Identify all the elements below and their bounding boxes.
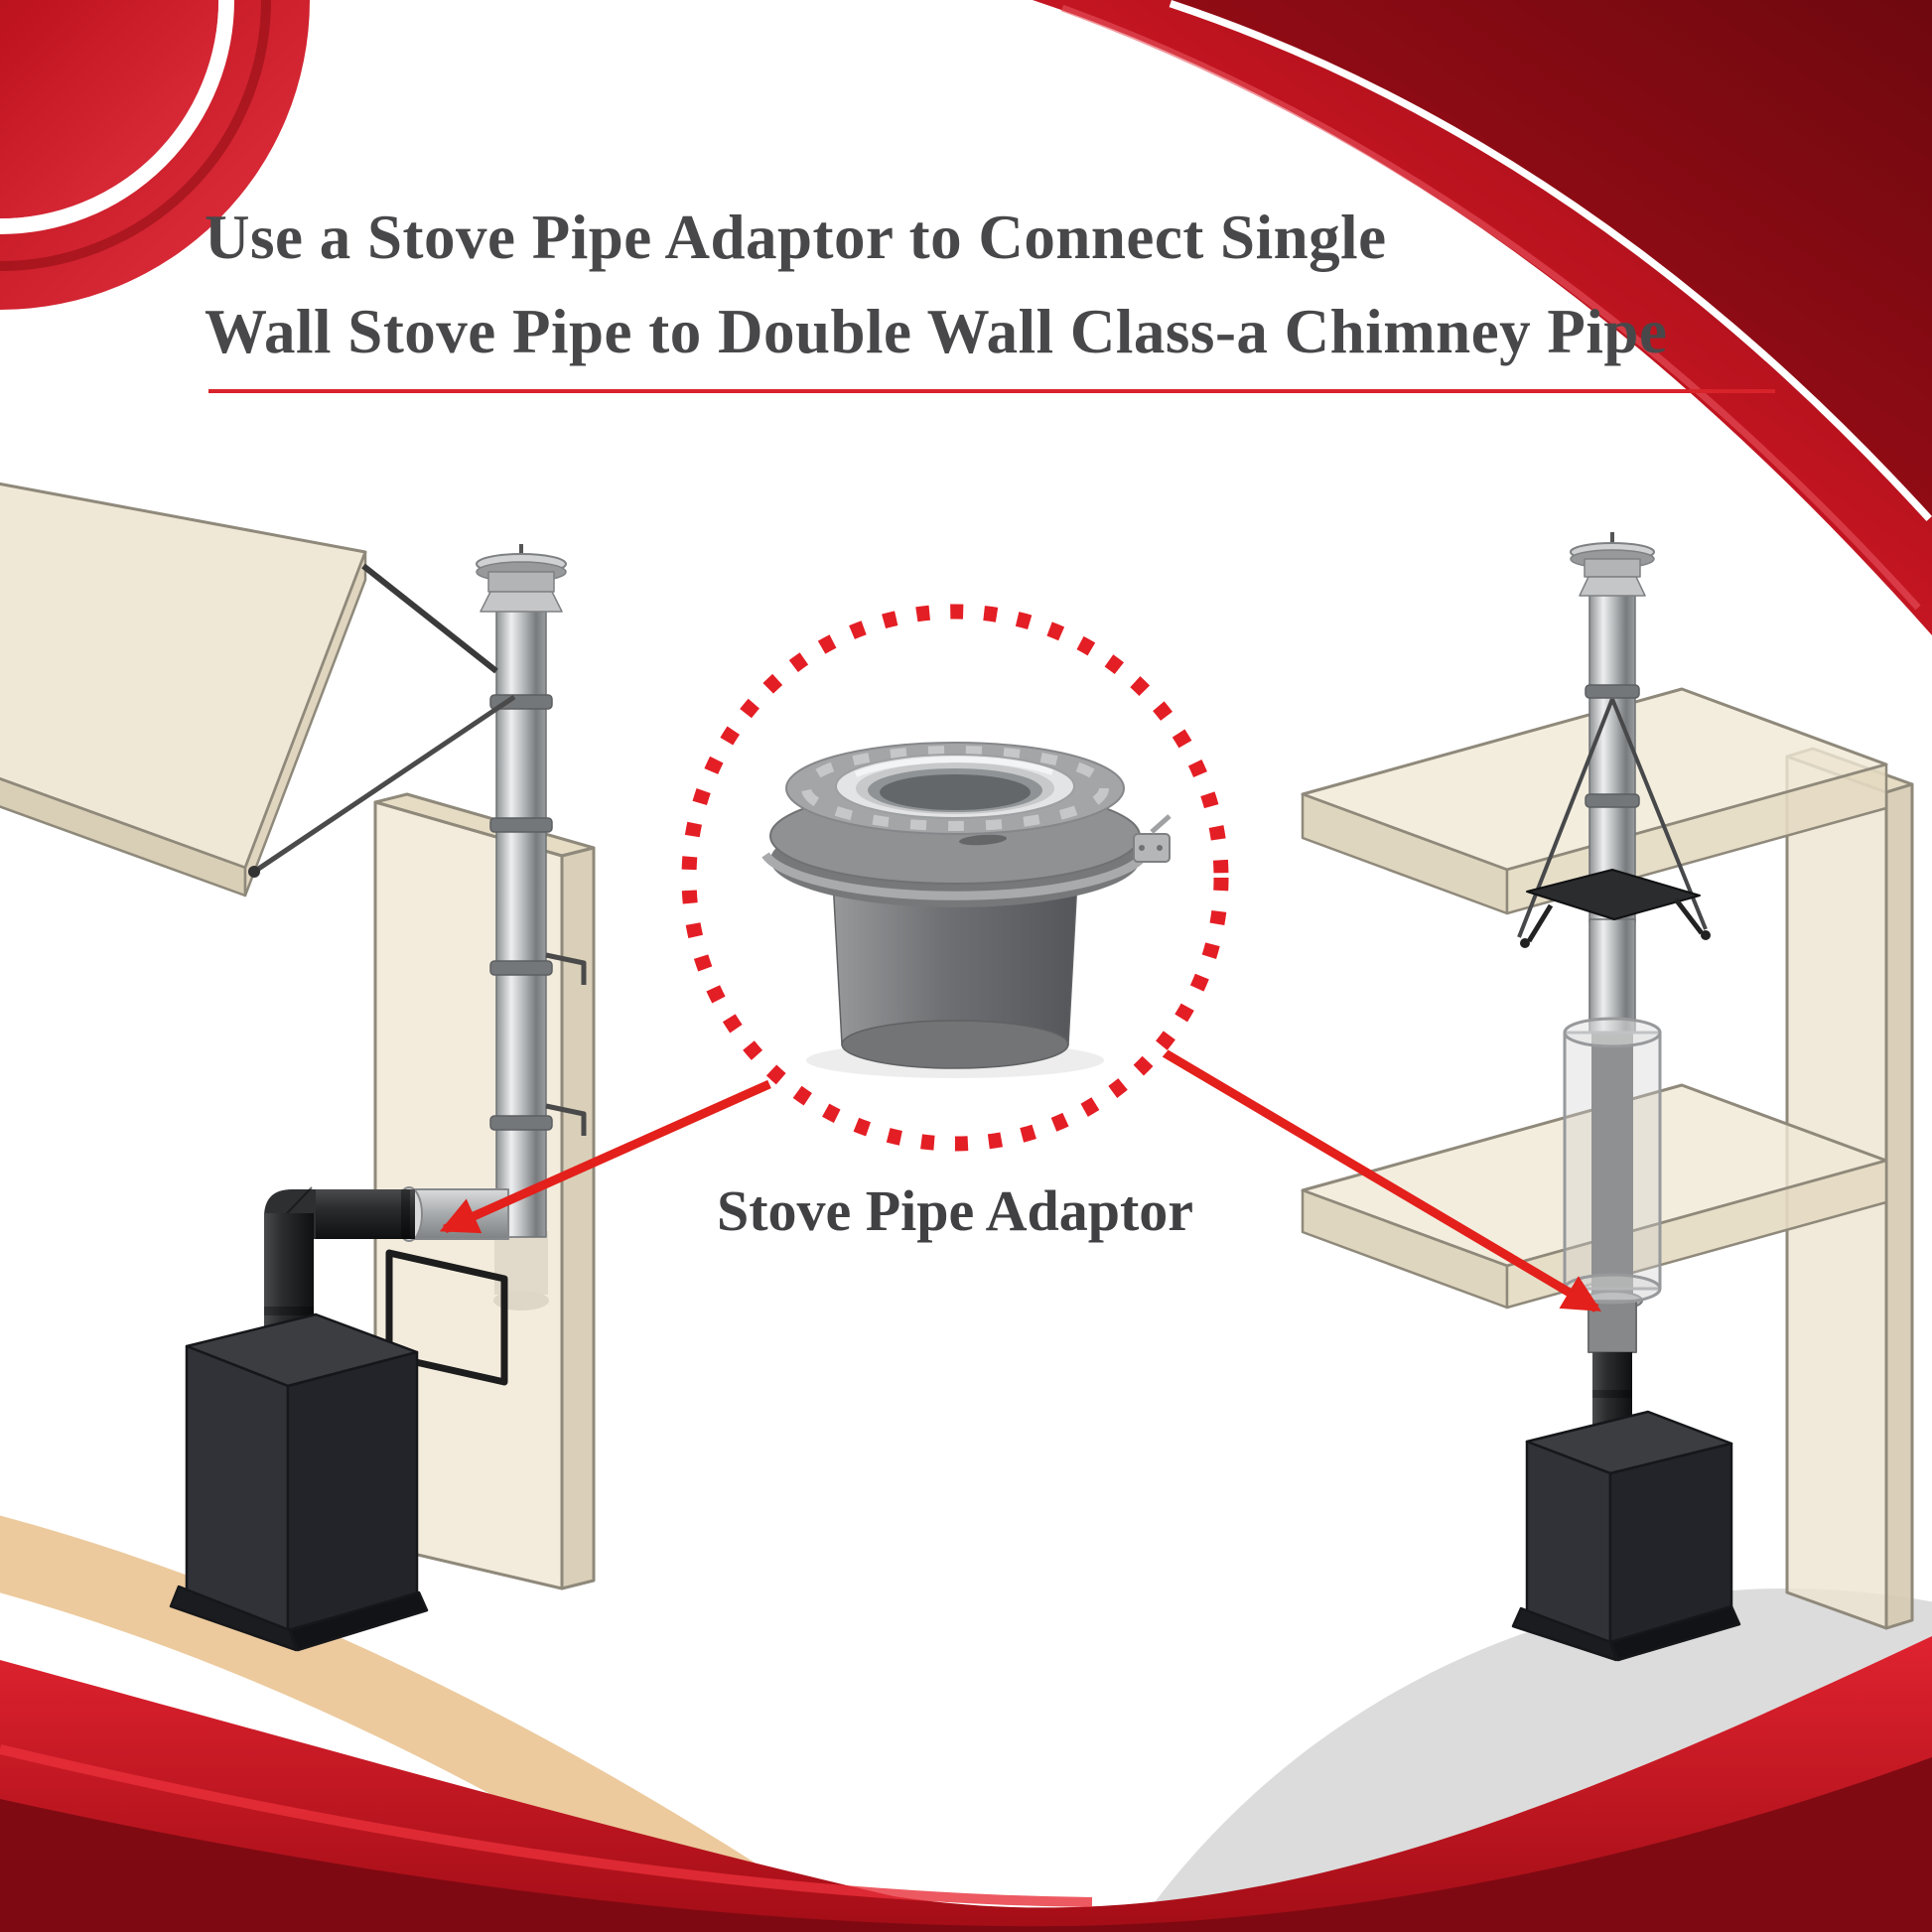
top-right-swoosh xyxy=(1033,0,1932,635)
right-chimney-cap xyxy=(1570,532,1655,597)
right-chimney-pipe xyxy=(1585,594,1640,1303)
dotted-ring-icon xyxy=(681,604,1229,1152)
roof-support-bracket xyxy=(1517,698,1711,948)
chimney-cap xyxy=(476,544,567,613)
roof-eave-panel xyxy=(0,482,367,897)
arrow-to-left-scene xyxy=(439,1079,771,1234)
insulation-shield xyxy=(1563,1017,1662,1305)
page-title-line1: Use a Stove Pipe Adaptor to Connect Sing… xyxy=(205,203,1387,273)
wood-stove-left xyxy=(169,1312,429,1652)
callout-label: Stove Pipe Adaptor xyxy=(716,1178,1194,1243)
wood-stove-right xyxy=(1511,1410,1741,1662)
title-underline xyxy=(208,389,1775,393)
wall-band-brackets xyxy=(545,952,587,1136)
roof-brace xyxy=(248,563,516,878)
page-title: Use a Stove Pipe Adaptor to Connect Sing… xyxy=(205,191,1667,378)
class-a-chimney-pipe xyxy=(489,589,553,1238)
bottom-red-waves xyxy=(0,1636,1932,1932)
pointer-arrows xyxy=(439,1048,1601,1312)
top-left-swoosh xyxy=(0,0,310,310)
right-installation-illustration xyxy=(1301,532,1914,1662)
callout-circle xyxy=(681,604,1229,1152)
stove-pipe-adaptor-product-icon xyxy=(761,742,1172,1078)
left-installation-illustration xyxy=(0,482,596,1652)
clamp-latch xyxy=(1133,814,1172,863)
wall-support-frame xyxy=(385,1249,508,1386)
page-title-line2: Wall Stove Pipe to Double Wall Class-a C… xyxy=(205,296,1668,366)
arrow-to-right-scene xyxy=(1161,1048,1601,1312)
